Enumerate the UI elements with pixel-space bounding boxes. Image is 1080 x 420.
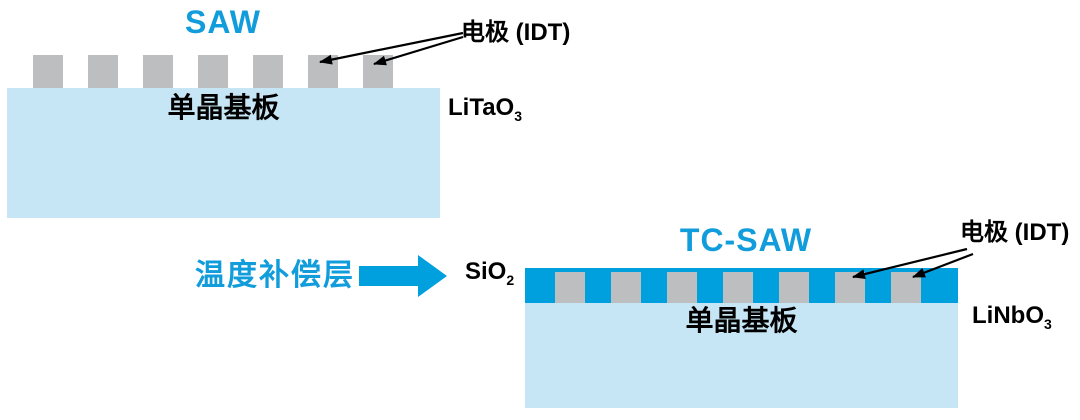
saw-substrate-label: 单晶基板 xyxy=(167,92,280,123)
idt-electrode xyxy=(143,55,173,88)
tcsaw-title: TC-SAW xyxy=(679,222,813,258)
idt-electrode xyxy=(363,55,393,88)
idt-electrode xyxy=(835,272,865,303)
tcsaw-substrate-material-label: LiNbO3 xyxy=(972,302,1052,331)
idt-electrode xyxy=(33,55,63,88)
idt-electrode xyxy=(611,272,641,303)
idt-electrode xyxy=(308,55,338,88)
idt-electrode xyxy=(198,55,228,88)
right-arrow-icon xyxy=(359,255,447,297)
idt-electrode xyxy=(555,272,585,303)
saw-electrode-callout-label: 电极 (IDT) xyxy=(461,19,571,46)
tcsaw-material-subscript: 3 xyxy=(1044,315,1052,332)
idt-electrode xyxy=(779,272,809,303)
idt-electrode xyxy=(253,55,283,88)
sio2-subscript: 2 xyxy=(506,271,515,288)
saw-title: SAW xyxy=(185,4,261,40)
idt-electrode xyxy=(723,272,753,303)
saw-idt-electrode-row xyxy=(33,55,393,88)
temperature-compensation-layer-label: 温度补偿层 xyxy=(195,259,355,292)
saw-substrate xyxy=(7,88,440,218)
tcsaw-electrode-callout-label: 电极 (IDT) xyxy=(960,219,1070,246)
tcsaw-substrate xyxy=(525,303,958,408)
tcsaw-substrate-label: 单晶基板 xyxy=(685,305,798,336)
idt-electrode xyxy=(891,272,921,303)
sio2-formula: SiO xyxy=(465,258,507,285)
sio2-layer-label: SiO2 xyxy=(465,258,514,287)
saw-material-formula: LiTaO xyxy=(448,94,515,121)
idt-electrode xyxy=(88,55,118,88)
idt-electrode xyxy=(667,272,697,303)
tcsaw-idt-electrode-row xyxy=(555,272,921,303)
tcsaw-material-formula: LiNbO xyxy=(972,302,1044,329)
saw-substrate-material-label: LiTaO3 xyxy=(448,94,522,123)
saw-material-subscript: 3 xyxy=(514,107,523,124)
